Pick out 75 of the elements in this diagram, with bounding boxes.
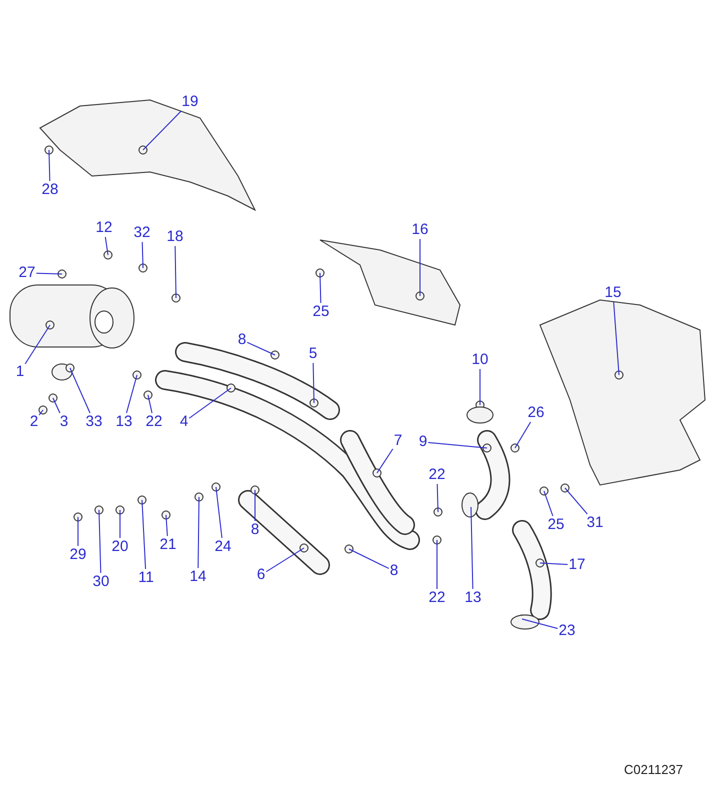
leader-line [348, 548, 390, 569]
callout-number: 10 [472, 352, 488, 368]
callout-number: 29 [70, 547, 86, 563]
leader-line [198, 496, 200, 568]
leader-line [540, 562, 568, 565]
leader-line [24, 324, 50, 364]
callout-number: 4 [180, 414, 188, 430]
callout-number: 14 [190, 569, 206, 585]
leader-line [436, 484, 438, 512]
callout-number: 31 [586, 515, 604, 531]
callout-number: 5 [308, 346, 318, 362]
callout-number: 20 [112, 539, 128, 555]
callout-number: 24 [214, 539, 232, 555]
leader-line [188, 388, 232, 419]
callout-number: 22 [428, 590, 446, 606]
leader-line [126, 374, 138, 414]
leader-line [104, 236, 108, 256]
leader-line [436, 540, 438, 590]
leader-line [142, 110, 182, 150]
callout-number: 21 [160, 537, 176, 553]
callout-number: 33 [86, 414, 102, 430]
leader-line [564, 488, 588, 514]
leader-line [246, 342, 276, 356]
callout-number: 22 [146, 414, 162, 430]
callout-number: 13 [116, 414, 132, 430]
callout-number: 1 [16, 364, 24, 380]
leader-line [142, 242, 144, 268]
leader-line [470, 506, 474, 590]
leader-line [52, 398, 60, 414]
callout-number: 17 [568, 557, 586, 573]
leader-line [514, 422, 532, 448]
callout-number: 16 [412, 222, 428, 238]
leader-line [36, 272, 62, 274]
leader-line [312, 362, 314, 404]
leader-line [254, 490, 256, 522]
callout-number: 32 [134, 225, 150, 241]
leader-line [38, 410, 44, 416]
leader-line [70, 368, 90, 414]
callout-number: 13 [464, 590, 482, 606]
callout-number: 8 [390, 563, 398, 579]
leader-line [544, 490, 554, 516]
leader-line [166, 514, 168, 536]
callout-number: 12 [96, 220, 112, 236]
callout-number: 26 [528, 405, 544, 421]
leader-line [522, 618, 558, 629]
callout-number: 3 [60, 414, 68, 430]
callout-number: 8 [238, 332, 246, 348]
callout-number: 25 [312, 304, 330, 320]
callout-number: 30 [92, 574, 110, 590]
leader-line [216, 486, 222, 538]
callout-number: 19 [182, 94, 198, 110]
callout-number: 8 [250, 522, 260, 538]
leader-line [613, 302, 620, 376]
leader-line [376, 448, 394, 474]
callout-number: 6 [256, 567, 266, 583]
callout-number: 11 [138, 570, 154, 586]
callout-number: 25 [548, 517, 564, 533]
callout-number: 22 [428, 467, 446, 483]
callout-number: 27 [18, 265, 36, 281]
callout-number: 23 [558, 623, 576, 639]
callout-number: 7 [394, 433, 402, 449]
callout-number: 28 [42, 182, 58, 198]
drawing-number: C0211237 [624, 762, 683, 777]
leader-line [98, 510, 102, 574]
leader-line [428, 442, 488, 448]
leader-line [266, 548, 304, 572]
callout-number: 18 [166, 229, 184, 245]
leader-line [148, 394, 152, 414]
callout-number: 2 [30, 414, 38, 430]
leader-line [48, 150, 50, 182]
leader-line [320, 272, 322, 304]
callout-number: 9 [418, 434, 428, 450]
leader-line [142, 500, 146, 570]
leader-line [174, 246, 176, 298]
callout-number: 15 [604, 285, 622, 301]
